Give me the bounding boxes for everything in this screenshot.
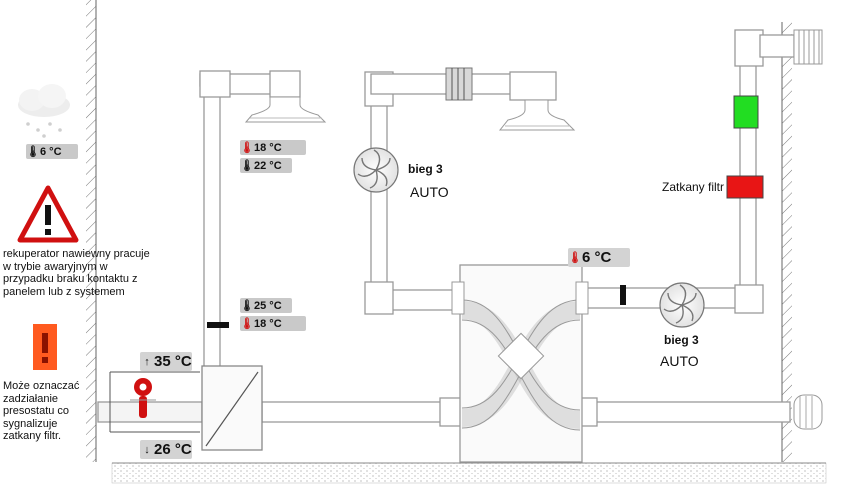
fan-right-mode: AUTO xyxy=(660,353,699,369)
diffuser-left xyxy=(244,96,327,123)
duct-silencer xyxy=(445,67,473,101)
valve-actuator-icon[interactable] xyxy=(130,378,156,418)
fan-right-icon[interactable] xyxy=(659,282,705,328)
supply-temp-badge-2: 🌡 22 °C xyxy=(240,158,292,173)
supply-temp-badge-1: 🌡 18 °C xyxy=(240,140,306,155)
thermometer-icon: 🌡 xyxy=(568,252,582,264)
damper-marker-right xyxy=(620,285,626,305)
thermometer-icon: 🌡 xyxy=(240,142,254,154)
intake-grille xyxy=(793,29,823,65)
filter-ok-indicator xyxy=(733,95,759,129)
filter-clogged-label: Zatkany filtr xyxy=(662,180,725,194)
outdoor-temp-badge: 🌡 6 °C xyxy=(26,144,78,159)
heater-out-temp-badge: ↑ 35 °C xyxy=(140,352,192,371)
cloud-snow-icon xyxy=(18,84,70,138)
intake-temp-badge: 🌡 6 °C xyxy=(568,248,630,267)
warning-message: rekuperator nawiewny pracuje w trybie aw… xyxy=(3,248,150,298)
exhaust-cap xyxy=(793,394,823,430)
exhaust-temp-badge-1: 🌡 25 °C xyxy=(240,298,292,313)
left-wall xyxy=(86,0,97,462)
exhaust-temp-badge-2: 🌡 18 °C xyxy=(240,316,306,331)
fan-top-icon[interactable] xyxy=(353,147,399,193)
thermometer-icon: 🌡 xyxy=(240,160,254,172)
thermometer-icon: 🌡 xyxy=(240,300,254,312)
diffuser-top xyxy=(498,99,576,131)
fan-right-gear: bieg 3 xyxy=(664,333,699,347)
damper-marker-left xyxy=(207,322,229,328)
thermometer-icon: 🌡 xyxy=(26,146,40,158)
right-wall xyxy=(781,22,792,462)
filter-clogged-indicator xyxy=(726,175,764,199)
warning-triangle-icon xyxy=(17,185,79,243)
fan-top-gear: bieg 3 xyxy=(408,162,443,176)
pressostat-message: Może oznaczać zadziałanie presostatu co … xyxy=(3,380,80,442)
exclamation-icon xyxy=(33,324,57,370)
fan-top-mode: AUTO xyxy=(410,184,449,200)
floor xyxy=(111,462,827,484)
arrow-down-icon: ↓ xyxy=(144,443,150,456)
heating-pipes xyxy=(109,371,200,433)
heater-unit xyxy=(201,365,263,451)
arrow-up-icon: ↑ xyxy=(144,355,150,368)
heater-in-temp-badge: ↓ 26 °C xyxy=(140,440,192,459)
thermometer-icon: 🌡 xyxy=(240,318,254,330)
recuperator-unit xyxy=(451,264,589,463)
